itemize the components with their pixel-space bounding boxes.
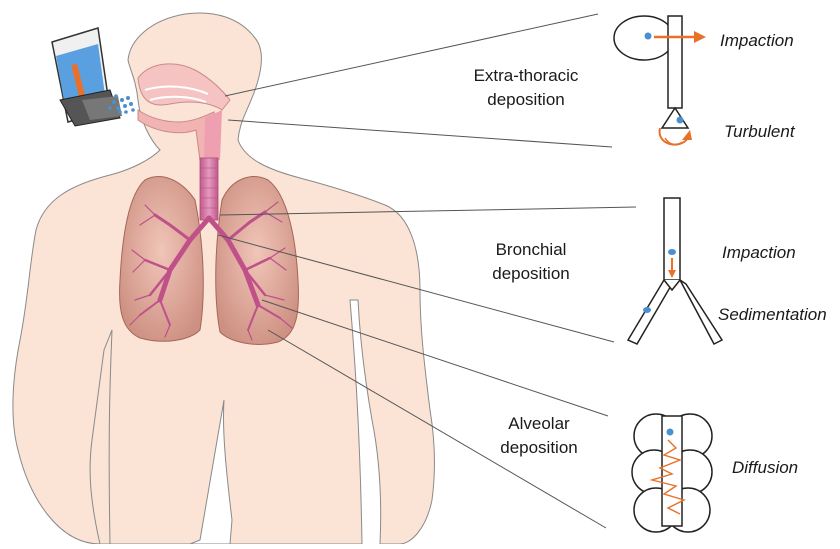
extra-thoracic-label-line1: Extra-thoracic [466, 64, 586, 88]
mechanism-impaction-1: Impaction [720, 31, 794, 51]
alveolar-label: Alveolar deposition [494, 412, 584, 460]
impaction-schematic-1 [614, 16, 706, 108]
left-lung [120, 177, 204, 342]
bronchial-label-line1: Bronchial [486, 238, 576, 262]
mechanism-sedimentation: Sedimentation [718, 305, 827, 325]
bronchial-label: Bronchial deposition [486, 238, 576, 286]
extra-thoracic-label-line2: deposition [466, 88, 586, 112]
alveolar-label-line1: Alveolar [494, 412, 584, 436]
inhaler [52, 28, 122, 126]
mechanism-turbulent: Turbulent [724, 122, 795, 142]
mechanism-diffusion: Diffusion [732, 458, 798, 478]
turbulent-schematic [660, 108, 692, 145]
extra-thoracic-label: Extra-thoracic deposition [466, 64, 586, 112]
trachea [200, 158, 218, 220]
mechanism-impaction-2: Impaction [722, 243, 796, 263]
alveolar-label-line2: deposition [494, 436, 584, 460]
bronchial-label-line2: deposition [486, 262, 576, 286]
bronchial-y-schematic [628, 198, 722, 344]
